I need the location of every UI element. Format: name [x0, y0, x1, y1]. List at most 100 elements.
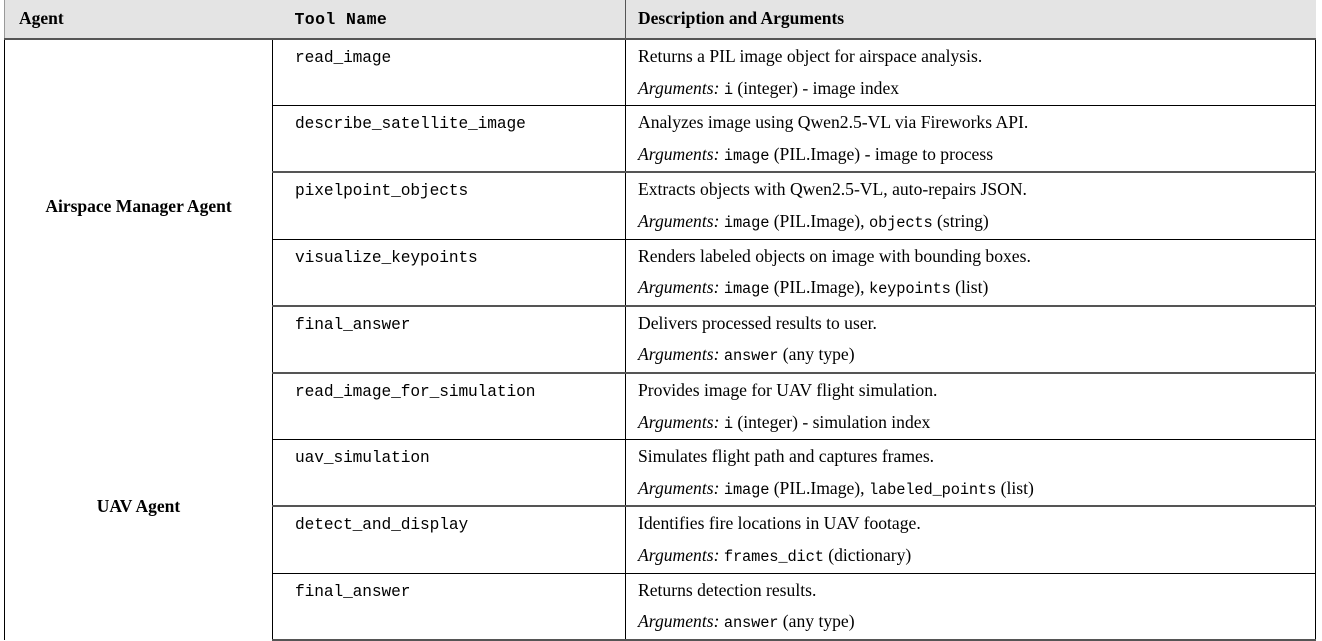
tool-name-cell: visualize_keypoints — [272, 239, 626, 307]
argument-type: (PIL.Image), — [773, 210, 865, 231]
argument-type: (list) — [1000, 477, 1034, 498]
column-header-agent-label: Agent — [19, 8, 64, 28]
argument-type: (integer) - simulation index — [737, 411, 931, 432]
tool-arguments-line: Arguments: image (PIL.Image), keypoints … — [626, 272, 1315, 305]
column-header-agent: Agent — [4, 0, 273, 40]
arguments-label: Arguments: — [638, 277, 720, 298]
argument-name: i — [723, 414, 733, 433]
arguments-label: Arguments: — [638, 544, 720, 565]
table-row: Airspace Manager Agent read_image Returns … — [4, 39, 1316, 374]
tool-arguments-line: Arguments: frames_dict (dictionary) — [626, 540, 1315, 573]
argument-name: image — [723, 480, 770, 499]
argument-name: image — [723, 213, 770, 232]
argument-name: objects — [868, 213, 933, 232]
argument-type: (string) — [937, 210, 989, 231]
tool-arguments-line: Arguments: answer (any type) — [626, 339, 1315, 372]
table-row: uav_simulation Simulates flight path and … — [5, 439, 1316, 508]
tool-description-text: Returns a PIL image object for airspace … — [638, 46, 983, 66]
arguments-label: Arguments: — [638, 411, 720, 432]
arguments-label: Arguments: — [638, 210, 720, 231]
arguments-label: Arguments: — [638, 143, 720, 164]
tool-name-cell: detect_and_display — [272, 506, 626, 574]
tool-name-cell: final_answer — [272, 573, 626, 641]
column-header-description-label: Description and Arguments — [638, 8, 845, 28]
table-row: describe_satellite_image Analyzes image u… — [5, 105, 1316, 174]
tool-description-cell: Identifies fire locations in UAV footage… — [625, 506, 1316, 574]
argument-type: (PIL.Image), — [773, 477, 865, 498]
table-row: final_answer Delivers processed results t… — [5, 305, 1316, 375]
tool-description-cell: Analyzes image using Qwen2.5-VL via Fire… — [625, 105, 1316, 174]
argument-type: (PIL.Image), — [773, 277, 865, 298]
agent-group-cell: Airspace Manager Agent — [4, 39, 273, 374]
tool-name-label: read_image — [295, 49, 392, 67]
tool-arguments-line: Arguments: image (PIL.Image), labeled_po… — [626, 473, 1315, 506]
argument-name: i — [723, 80, 733, 99]
argument-type: (dictionary) — [828, 544, 912, 565]
tool-name-cell: read_image_for_simulation — [272, 373, 626, 441]
tool-name-cell: read_image — [272, 39, 626, 107]
column-header-description: Description and Arguments — [625, 0, 1316, 40]
tool-description-cell: Returns a PIL image object for airspace … — [625, 39, 1316, 107]
tool-description-cell: Renders labeled objects on image with bo… — [625, 239, 1316, 307]
table-row: detect_and_display Identifies fire locati… — [5, 506, 1316, 574]
tool-name-label: pixelpoint_objects — [295, 182, 469, 201]
tool-description-cell: Simulates flight path and captures frame… — [625, 439, 1316, 508]
argument-name: frames_dict — [723, 547, 824, 566]
table-row: visualize_keypoints Renders labeled objec… — [5, 239, 1316, 307]
tool-name-label: final_answer — [295, 315, 411, 334]
tool-name-label: detect_and_display — [295, 516, 469, 535]
tool-name-label: visualize_keypoints — [295, 248, 478, 267]
tool-description-text: Extracts objects with Qwen2.5-VL, auto-r… — [638, 179, 1027, 200]
tool-description-text: Delivers processed results to user. — [638, 312, 877, 333]
argument-name: labeled_points — [868, 480, 997, 499]
table-row: pixelpoint_objects Extracts objects with … — [5, 172, 1316, 240]
argument-name: answer — [723, 347, 779, 366]
argument-type: (any type) — [782, 611, 855, 632]
agent-group-label: UAV Agent — [96, 495, 181, 516]
argument-type: (integer) - image index — [737, 77, 900, 98]
argument-type: (any type) — [782, 344, 855, 365]
tool-name-cell: final_answer — [272, 305, 626, 375]
tool-description-cell: Extracts objects with Qwen2.5-VL, auto-r… — [625, 172, 1316, 240]
tool-description-text: Simulates flight path and captures frame… — [638, 446, 935, 467]
arguments-label: Arguments: — [638, 477, 720, 498]
tool-name-label: uav_simulation — [295, 449, 430, 468]
tool-description-text: Renders labeled objects on image with bo… — [638, 245, 1031, 266]
tool-arguments-line: Arguments: i (integer) - image index — [626, 73, 1315, 106]
tool-description-cell: Provides image for UAV flight simulation… — [625, 373, 1316, 441]
tool-description-text: Provides image for UAV flight simulation… — [638, 380, 938, 401]
tool-table-container: Agent Tool Name Description and Argument… — [4, 0, 1316, 641]
argument-name: keypoints — [868, 280, 951, 299]
tool-description-text: Returns detection results. — [638, 579, 817, 600]
column-header-tool-name-label: Tool Name — [294, 10, 388, 29]
argument-name: image — [723, 146, 770, 165]
argument-name: answer — [723, 614, 779, 633]
tool-arguments-line: Arguments: image (PIL.Image), objects (s… — [626, 206, 1315, 239]
header-row: Agent Tool Name Description and Argument… — [4, 0, 1316, 40]
tool-name-cell: describe_satellite_image — [272, 105, 626, 174]
tool-name-cell: uav_simulation — [272, 439, 626, 508]
table-row: UAV Agent read_image_for_simulation Provid… — [4, 373, 1316, 640]
tool-description-cell: Returns detection results. Arguments: ans… — [625, 573, 1316, 641]
tool-description-text: Analyzes image using Qwen2.5-VL via Fire… — [638, 112, 1029, 133]
argument-type: (PIL.Image) - image to process — [773, 143, 994, 164]
tool-description-text: Identifies fire locations in UAV footage… — [638, 513, 921, 534]
tool-name-cell: pixelpoint_objects — [272, 172, 626, 240]
tool-name-label: read_image_for_simulation — [295, 383, 536, 402]
agent-tool-table: Agent Tool Name Description and Argument… — [4, 0, 1316, 641]
agent-group-label: Airspace Manager Agent — [45, 196, 232, 216]
tool-arguments-line: Arguments: answer (any type) — [626, 606, 1315, 639]
argument-name: image — [723, 280, 770, 299]
tool-arguments-line: Arguments: image (PIL.Image) - image to … — [626, 139, 1315, 172]
table-header: Agent Tool Name Description and Argument… — [4, 0, 1316, 40]
arguments-label: Arguments: — [638, 344, 720, 365]
arguments-label: Arguments: — [638, 611, 720, 632]
agent-group-cell: UAV Agent — [4, 373, 273, 640]
tool-name-label: final_answer — [295, 582, 411, 601]
tool-arguments-line: Arguments: i (integer) - simulation inde… — [626, 407, 1315, 440]
argument-type: (list) — [955, 277, 989, 298]
tool-name-label: describe_satellite_image — [295, 115, 526, 134]
column-header-tool-name: Tool Name — [272, 0, 626, 40]
tool-description-cell: Delivers processed results to user. Argum… — [625, 305, 1316, 375]
